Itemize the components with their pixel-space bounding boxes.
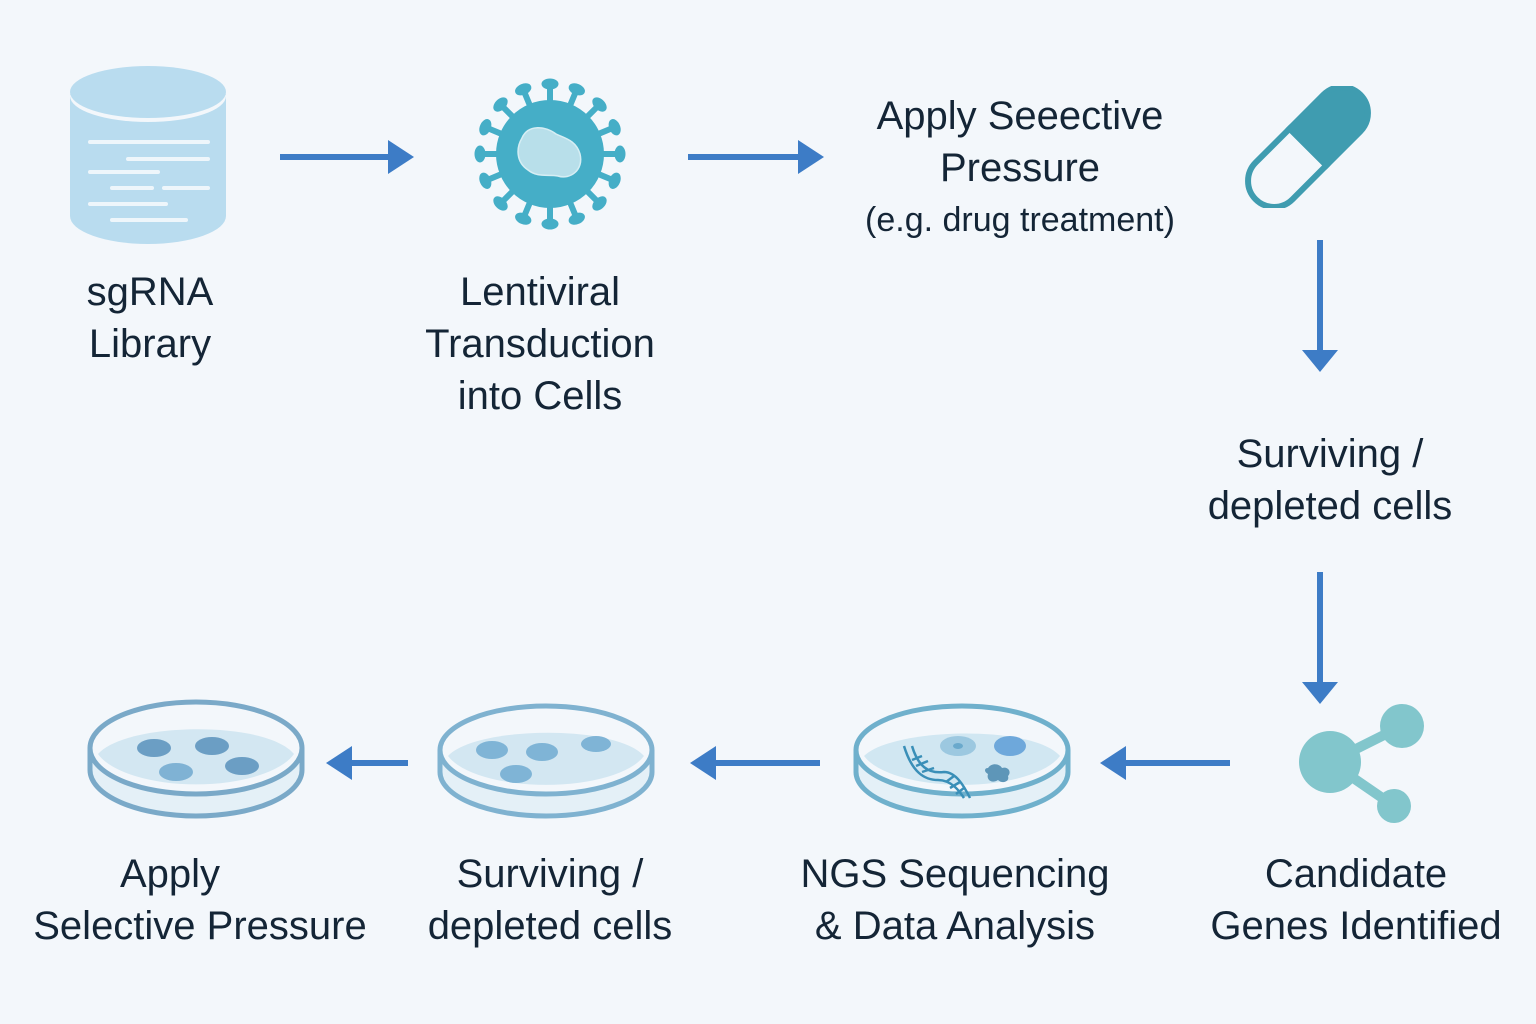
arrow-surviving-to-candidate bbox=[1302, 572, 1338, 704]
label-line: sgRNA bbox=[86, 270, 214, 314]
label-line: & Data Analysis bbox=[814, 904, 1096, 948]
petri-dish-colonies-icon bbox=[87, 699, 305, 819]
label-line: Selective Pressure bbox=[33, 904, 367, 948]
label-line: Apply Seeective bbox=[876, 94, 1164, 138]
label-line: Lentiviral bbox=[459, 270, 621, 314]
label-line: Library bbox=[88, 322, 212, 366]
petri-dish-colonies-icon bbox=[437, 703, 655, 819]
label-line: Pressure bbox=[939, 146, 1101, 190]
node-label-candidate-genes: Candidate Genes Identified bbox=[1196, 848, 1516, 952]
node-label-ngs-sequencing: NGS Sequencing & Data Analysis bbox=[780, 848, 1130, 952]
arrow-surviving-to-apply bbox=[326, 746, 408, 780]
virus-spike bbox=[541, 203, 559, 230]
virus-spike bbox=[541, 78, 559, 105]
virus-spike bbox=[599, 145, 626, 163]
label-line: Surviving / bbox=[1236, 432, 1424, 476]
label-line: Apply bbox=[119, 852, 221, 896]
node-label-sgrna-library: sgRNA Library bbox=[50, 266, 250, 370]
label-line: depleted cells bbox=[1207, 484, 1453, 528]
node-label-surviving-bottom: Surviving / depleted cells bbox=[400, 848, 700, 952]
node-label-apply-pressure-top: Apply Seeective Pressure (e.g. drug trea… bbox=[830, 90, 1210, 246]
label-line: NGS Sequencing bbox=[800, 852, 1110, 896]
share-network-icon bbox=[1299, 704, 1424, 823]
node-label-lentiviral-transduction: Lentiviral Transduction into Cells bbox=[400, 266, 680, 422]
pill-capsule-icon bbox=[1245, 86, 1371, 208]
database-cylinder-icon bbox=[70, 66, 226, 244]
virus-icon bbox=[474, 78, 626, 230]
label-line: Surviving / bbox=[456, 852, 644, 896]
arrow-pressure-to-surviving bbox=[1302, 240, 1338, 372]
virus-spike bbox=[515, 83, 534, 110]
label-line: Transduction bbox=[425, 322, 655, 366]
label-line: Candidate bbox=[1264, 852, 1448, 896]
node-label-apply-pressure-bottom: Apply Selective Pressure bbox=[20, 848, 380, 952]
arrow-library-to-transduction bbox=[280, 140, 414, 174]
label-line: (e.g. drug treatment) bbox=[865, 201, 1175, 239]
label-line: depleted cells bbox=[427, 904, 673, 948]
arrow-transduction-to-pressure bbox=[688, 140, 824, 174]
petri-dish-dna-icon bbox=[853, 703, 1071, 819]
label-line: into Cells bbox=[457, 374, 623, 418]
node-label-surviving-right: Surviving / depleted cells bbox=[1180, 428, 1480, 532]
arrow-ngs-to-surviving bbox=[690, 746, 820, 780]
arrow-candidate-to-ngs bbox=[1100, 746, 1230, 780]
label-line: Genes Identified bbox=[1210, 904, 1502, 948]
